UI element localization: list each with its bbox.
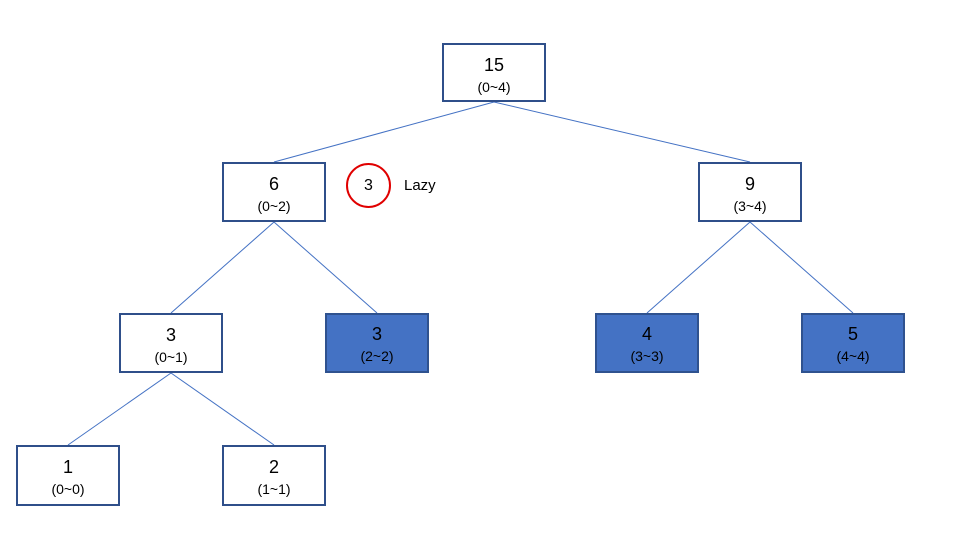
node-left-right: 3 (2~2) <box>325 313 429 373</box>
lazy-label: Lazy <box>404 177 436 194</box>
edge-root-left <box>273 101 495 163</box>
node-right-right-value: 5 <box>847 324 858 344</box>
edge-left-leftleft <box>170 221 275 314</box>
node-left-left-value: 3 <box>165 325 176 345</box>
node-leaf-1-range: (1~1) <box>257 481 291 497</box>
node-left-range: (0~2) <box>257 198 291 214</box>
node-left: 6 (0~2) <box>222 162 326 222</box>
node-leaf-0: 1 (0~0) <box>16 445 120 506</box>
node-root-value: 15 <box>483 55 505 75</box>
edge-right-rightright <box>749 221 854 314</box>
node-root-range: (0~4) <box>477 79 511 95</box>
node-left-left: 3 (0~1) <box>119 313 223 373</box>
edge-right-rightleft <box>646 221 751 314</box>
node-left-value: 6 <box>268 174 279 194</box>
node-right-left-value: 4 <box>641 324 652 344</box>
node-left-left-range: (0~1) <box>154 349 188 365</box>
node-leaf-1-value: 2 <box>268 457 279 477</box>
node-right: 9 (3~4) <box>698 162 802 222</box>
node-leaf-1: 2 (1~1) <box>222 445 326 506</box>
lazy-value-circle: 3 <box>346 163 391 208</box>
node-left-right-value: 3 <box>371 324 382 344</box>
node-root: 15 (0~4) <box>442 43 546 102</box>
node-right-right-range: (4~4) <box>836 348 870 364</box>
node-right-value: 9 <box>744 174 755 194</box>
node-left-right-range: (2~2) <box>360 348 394 364</box>
edge-leftleft-leaf0 <box>67 372 172 446</box>
edge-leftleft-leaf1 <box>170 372 275 446</box>
node-right-left-range: (3~3) <box>630 348 664 364</box>
edge-root-right <box>493 101 751 163</box>
node-right-right: 5 (4~4) <box>801 313 905 373</box>
node-right-range: (3~4) <box>733 198 767 214</box>
node-leaf-0-range: (0~0) <box>51 481 85 497</box>
edge-left-leftright <box>273 221 378 314</box>
node-leaf-0-value: 1 <box>62 457 73 477</box>
node-right-left: 4 (3~3) <box>595 313 699 373</box>
